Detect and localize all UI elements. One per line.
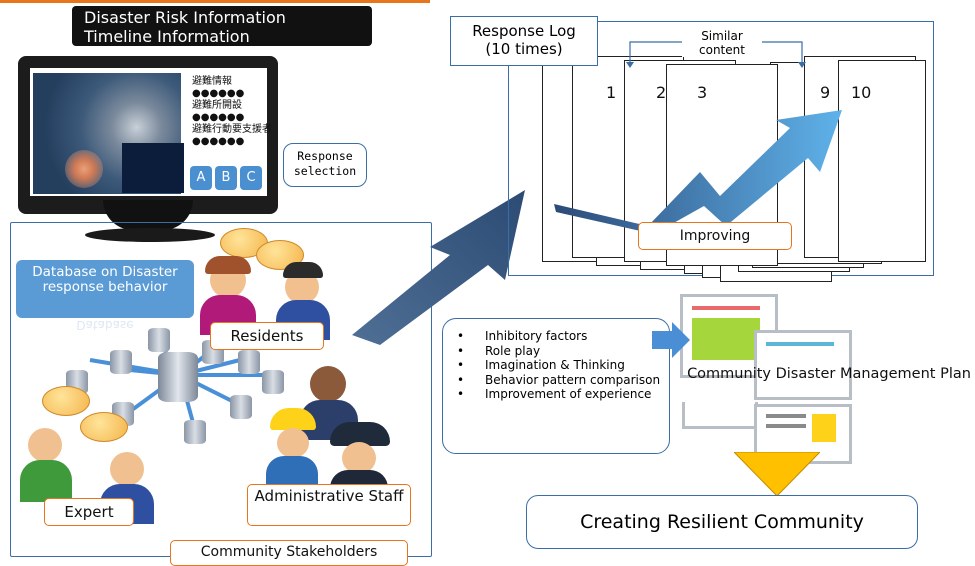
admin-person-icon: [277, 428, 309, 458]
speech-bubble-icon: [80, 412, 128, 442]
header-accent-line: [0, 0, 430, 3]
residents-label: Residents: [210, 322, 324, 350]
plan-title: Community Disaster Management Plan: [687, 366, 971, 382]
database-icon: [230, 395, 252, 419]
page-number: 10: [851, 83, 872, 102]
admin-person-icon: [342, 442, 376, 474]
down-arrow-icon: [734, 452, 820, 496]
flow-arrow-icon: [352, 190, 525, 345]
factor-item: Behavior pattern comparison: [457, 373, 669, 388]
resilient-community-box: Creating Resilient Community: [526, 495, 918, 549]
right-arrow-icon: [652, 322, 690, 358]
similar-bracket: [626, 41, 806, 68]
database-icon: [110, 350, 132, 374]
choice-b-button[interactable]: B: [215, 166, 237, 190]
factor-item: Imagination & Thinking: [457, 358, 669, 373]
database-icon: [148, 328, 170, 352]
jp-line: ●●●●●●: [192, 88, 245, 99]
timeline-header: Disaster Risk Information Timeline Infor…: [72, 6, 372, 46]
log-title-line: (10 times): [485, 40, 563, 58]
similar-line: Similar: [701, 29, 743, 43]
factor-item: Improvement of experience: [457, 387, 669, 402]
monitor-stand: [103, 200, 193, 230]
page-number: 1: [606, 83, 617, 102]
log-title-line: Response Log: [472, 22, 576, 40]
database-icon: [184, 420, 206, 444]
response-log-title: Response Log (10 times): [450, 16, 598, 66]
typhoon-icon: [65, 150, 103, 188]
speech-bubble-icon: [42, 386, 90, 416]
admin-label: Administrative Staff: [247, 484, 411, 526]
expert-person-icon: [28, 428, 62, 462]
resident-hair: [205, 256, 251, 274]
expert-body: [20, 460, 72, 502]
database-icon: [238, 350, 260, 374]
page-number: 3: [697, 83, 708, 102]
central-database-icon: [158, 352, 198, 402]
log-page: [838, 60, 926, 262]
jp-line: ●●●●●●: [192, 136, 245, 147]
typhoon-info-panel: [122, 143, 184, 193]
jp-line: ●●●●●●: [192, 112, 245, 123]
resident-hair: [283, 262, 323, 278]
choice-a-button[interactable]: A: [190, 166, 212, 190]
factor-item: Inhibitory factors: [457, 329, 669, 344]
jp-line: 避難情報: [192, 76, 232, 87]
improving-label: Improving: [638, 222, 792, 250]
doc-block: [692, 318, 760, 360]
doc-line: [766, 414, 806, 418]
response-selection-callout: Response selection: [283, 143, 367, 187]
hard-hat-icon: [270, 408, 316, 430]
similar-line: content: [699, 43, 745, 57]
monitor-base: [85, 228, 215, 242]
doc-line: [766, 424, 806, 428]
factor-item: Role play: [457, 344, 669, 359]
admin-person-icon: [310, 366, 346, 402]
header-title-line2: Timeline Information: [84, 27, 250, 46]
page-number: 9: [820, 83, 831, 102]
expert-label: Expert: [44, 498, 134, 526]
evacuation-info-text: 避難情報 ●●●●●● 避難所開設 ●●●●●● 避難行動要支援者 ●●●●●●: [192, 76, 272, 148]
page-number: 2: [656, 83, 667, 102]
doc-line: [692, 306, 760, 310]
choice-c-button[interactable]: C: [240, 166, 262, 190]
plan-document-icon: [754, 330, 852, 400]
expert-person-icon: [110, 452, 144, 486]
similar-content-label: Similar content: [682, 29, 762, 57]
plan-document-icon: [682, 402, 758, 429]
database-icon: [262, 370, 284, 394]
doc-line: [766, 342, 834, 346]
jp-line: 避難所開設: [192, 100, 242, 111]
improving-arrow-icon: [554, 110, 842, 234]
header-title-line1: Disaster Risk Information: [84, 8, 286, 27]
doc-block: [812, 414, 836, 442]
jp-line: 避難行動要支援者: [192, 124, 272, 135]
factors-box: Inhibitory factors Role play Imagination…: [442, 318, 670, 454]
community-stakeholders-label: Community Stakeholders: [170, 540, 408, 566]
database-box: Database on Disaster response behavior: [16, 260, 194, 318]
